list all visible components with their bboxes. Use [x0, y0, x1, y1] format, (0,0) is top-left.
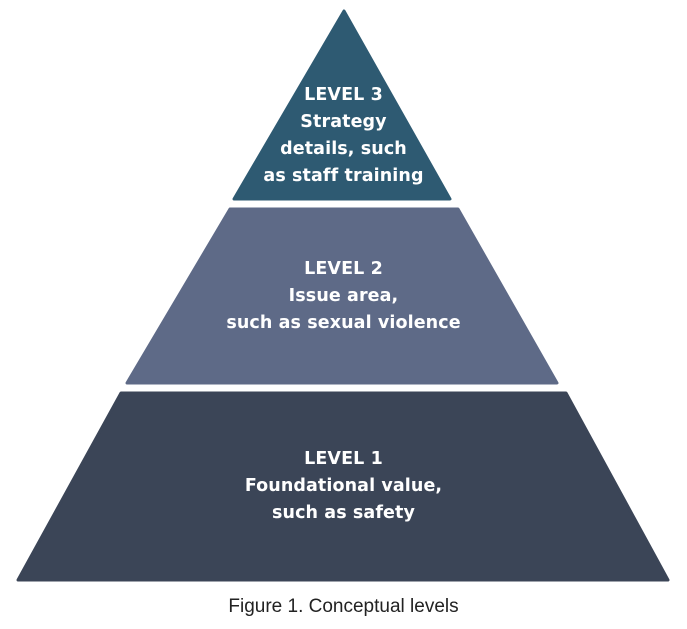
level-1-label: LEVEL 1 Foundational value, such as safe… — [0, 446, 687, 527]
pyramid-tier-level-2 — [125, 207, 559, 385]
level-1-heading: LEVEL 1 — [304, 449, 383, 469]
level-3-heading: LEVEL 3 — [304, 85, 383, 105]
level-3-line-2: details, such — [280, 139, 407, 159]
level-2-label: LEVEL 2 Issue area, such as sexual viole… — [0, 256, 687, 337]
level-1-line-1: Foundational value, — [244, 476, 443, 496]
level-1-line-2: such as safety — [272, 503, 415, 523]
level-3-line-3: as staff training — [263, 166, 424, 186]
pyramid-tier-level-3 — [232, 9, 452, 201]
pyramid-diagram — [16, 9, 670, 582]
level-3-label: LEVEL 3 Strategy details, such as staff … — [0, 82, 687, 190]
figure-caption: Figure 1. Conceptual levels — [228, 596, 459, 617]
pyramid-tier-level-1 — [16, 391, 670, 582]
level-2-heading: LEVEL 2 — [304, 259, 383, 279]
level-2-line-1: Issue area, — [288, 286, 399, 306]
level-3-line-1: Strategy — [300, 112, 387, 132]
level-2-line-2: such as sexual violence — [226, 313, 461, 333]
